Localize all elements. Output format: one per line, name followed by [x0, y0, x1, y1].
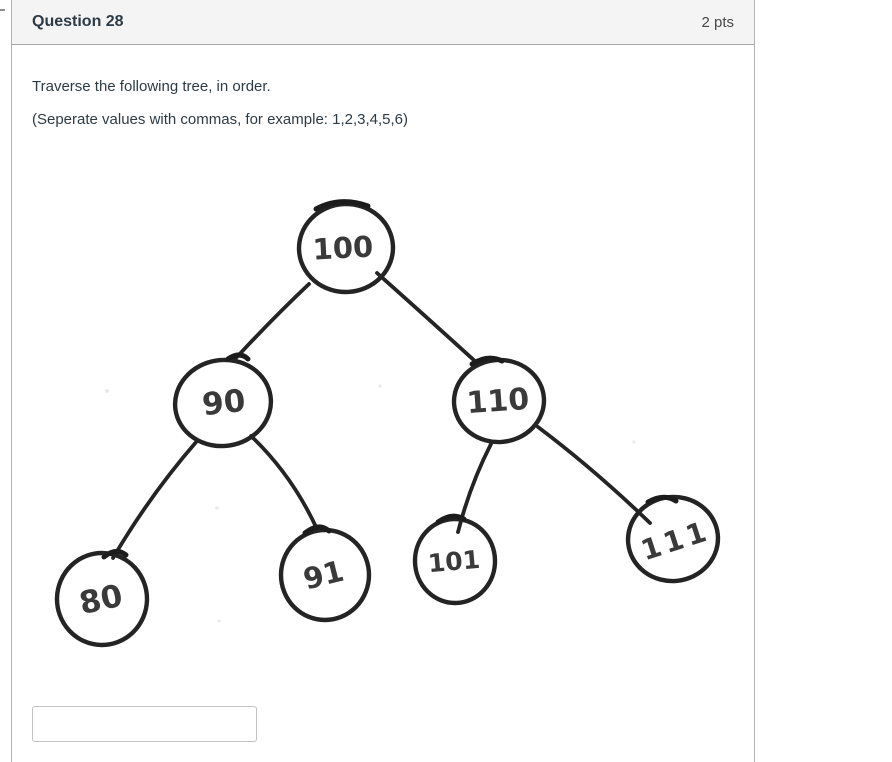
question-header: Question 28 2 pts: [12, 0, 754, 45]
question-panel: Question 28 2 pts Traverse the following…: [11, 0, 755, 762]
question-points: 2 pts: [701, 13, 734, 31]
prompt-text: Traverse the following tree, in order.: [32, 78, 271, 95]
answer-input[interactable]: [32, 706, 257, 742]
question-body: Traverse the following tree, in order. (…: [12, 45, 754, 128]
page-edge-artifact: [0, 9, 5, 11]
question-title: Question 28: [32, 13, 124, 30]
hint-text: (Seperate values with commas, for exampl…: [32, 111, 409, 128]
